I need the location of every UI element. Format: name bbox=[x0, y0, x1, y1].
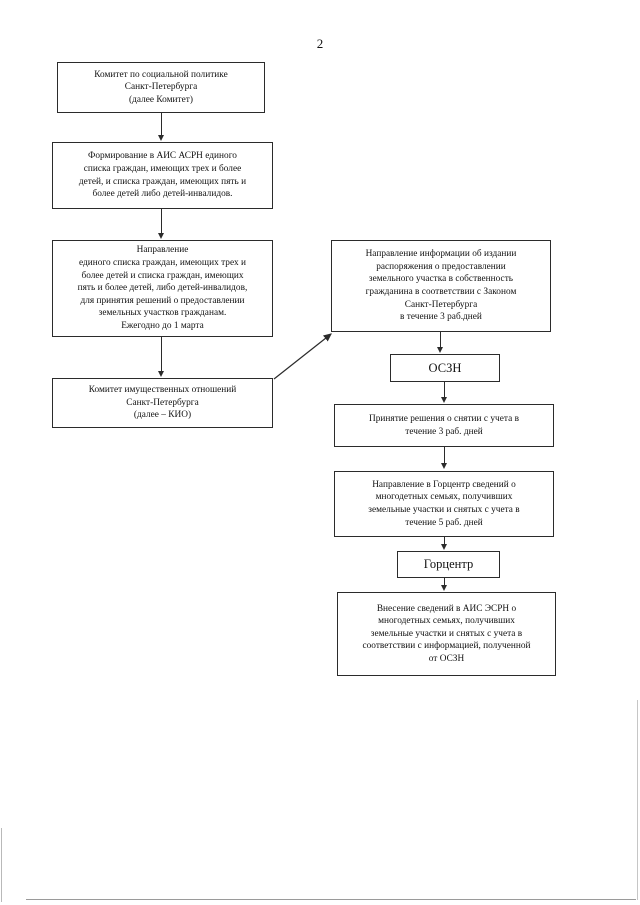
flow-node-napravlenie-gorcentr[interactable]: Направление в Горцентр сведений о многод… bbox=[334, 471, 554, 537]
connector-arrowhead-formirovanie-to-napravlenie bbox=[157, 233, 164, 239]
flow-node-label: Горцентр bbox=[423, 557, 474, 571]
connector-line-gorcentr-send-to-gorcentr bbox=[444, 537, 445, 545]
connector-arrowhead-komitet-to-formirovanie bbox=[157, 135, 164, 141]
scan-artifact-right-edge bbox=[637, 700, 638, 900]
flow-node-label: Направление в Горцентр сведений о многод… bbox=[368, 479, 520, 528]
flow-node-label: Формирование в АИС АСРН единого списка г… bbox=[78, 151, 247, 200]
flow-node-label: Направление единого списка граждан, имею… bbox=[77, 245, 248, 331]
flow-node-kio[interactable]: Комитет имущественных отношений Санкт-Пе… bbox=[52, 378, 273, 428]
connector-arrowhead-napravlenie-informacii-to-oszn bbox=[436, 347, 443, 353]
connector-arrowhead-gorcentr-to-vnesenie bbox=[440, 585, 447, 591]
flow-node-gorcentr[interactable]: Горцентр bbox=[397, 551, 500, 578]
flow-node-label: Комитет по социальной политике Санкт-Пет… bbox=[94, 69, 228, 105]
flow-node-napravlenie-informacii[interactable]: Направление информации об издании распор… bbox=[331, 240, 551, 332]
flow-node-label: Направление информации об издании распор… bbox=[365, 249, 517, 323]
flow-node-napravlenie-spiska[interactable]: Направление единого списка граждан, имею… bbox=[52, 240, 273, 337]
flow-node-label: Комитет имущественных отношений Санкт-Пе… bbox=[88, 385, 237, 421]
flow-node-vnesenie-svedenij[interactable]: Внесение сведений в АИС ЭСРН о многодетн… bbox=[337, 592, 556, 676]
connector-line-gorcentr-to-vnesenie bbox=[444, 578, 445, 586]
flow-node-label: ОСЗН bbox=[428, 360, 462, 375]
connector-line-formirovanie-to-napravlenie bbox=[161, 209, 162, 234]
connector-arrowhead-napravlenie-to-kio bbox=[157, 371, 164, 377]
flow-node-komitet-soc-politiki[interactable]: Комитет по социальной политике Санкт-Пет… bbox=[57, 62, 265, 113]
connector-arrowhead-gorcentr-send-to-gorcentr bbox=[440, 544, 447, 550]
connector-line-napravlenie-informacii-to-oszn bbox=[440, 332, 441, 348]
flow-node-prinyatie-resheniya[interactable]: Принятие решения о снятии с учета в тече… bbox=[334, 404, 554, 447]
flow-node-formirovanie-ais-asrn[interactable]: Формирование в АИС АСРН единого списка г… bbox=[52, 142, 273, 209]
flow-node-oszn[interactable]: ОСЗН bbox=[390, 354, 500, 382]
flow-node-label: Принятие решения о снятии с учета в тече… bbox=[369, 413, 519, 437]
connector-arrowhead-oszn-to-prinyatie bbox=[440, 397, 447, 403]
scan-artifact-bottom-rule bbox=[26, 899, 636, 900]
flow-node-label: Внесение сведений в АИС ЭСРН о многодетн… bbox=[362, 603, 531, 664]
scan-artifact-left-edge bbox=[1, 828, 2, 902]
connector-line-komitet-to-formirovanie bbox=[161, 113, 162, 136]
connector-line-oszn-to-prinyatie bbox=[444, 382, 445, 398]
connector-line-prinyatie-to-gorcentr-send bbox=[444, 447, 445, 464]
connector-arrowhead-prinyatie-to-gorcentr-send bbox=[440, 463, 447, 469]
page-number: 2 bbox=[316, 36, 324, 51]
connector-line-napravlenie-to-kio bbox=[161, 337, 162, 372]
